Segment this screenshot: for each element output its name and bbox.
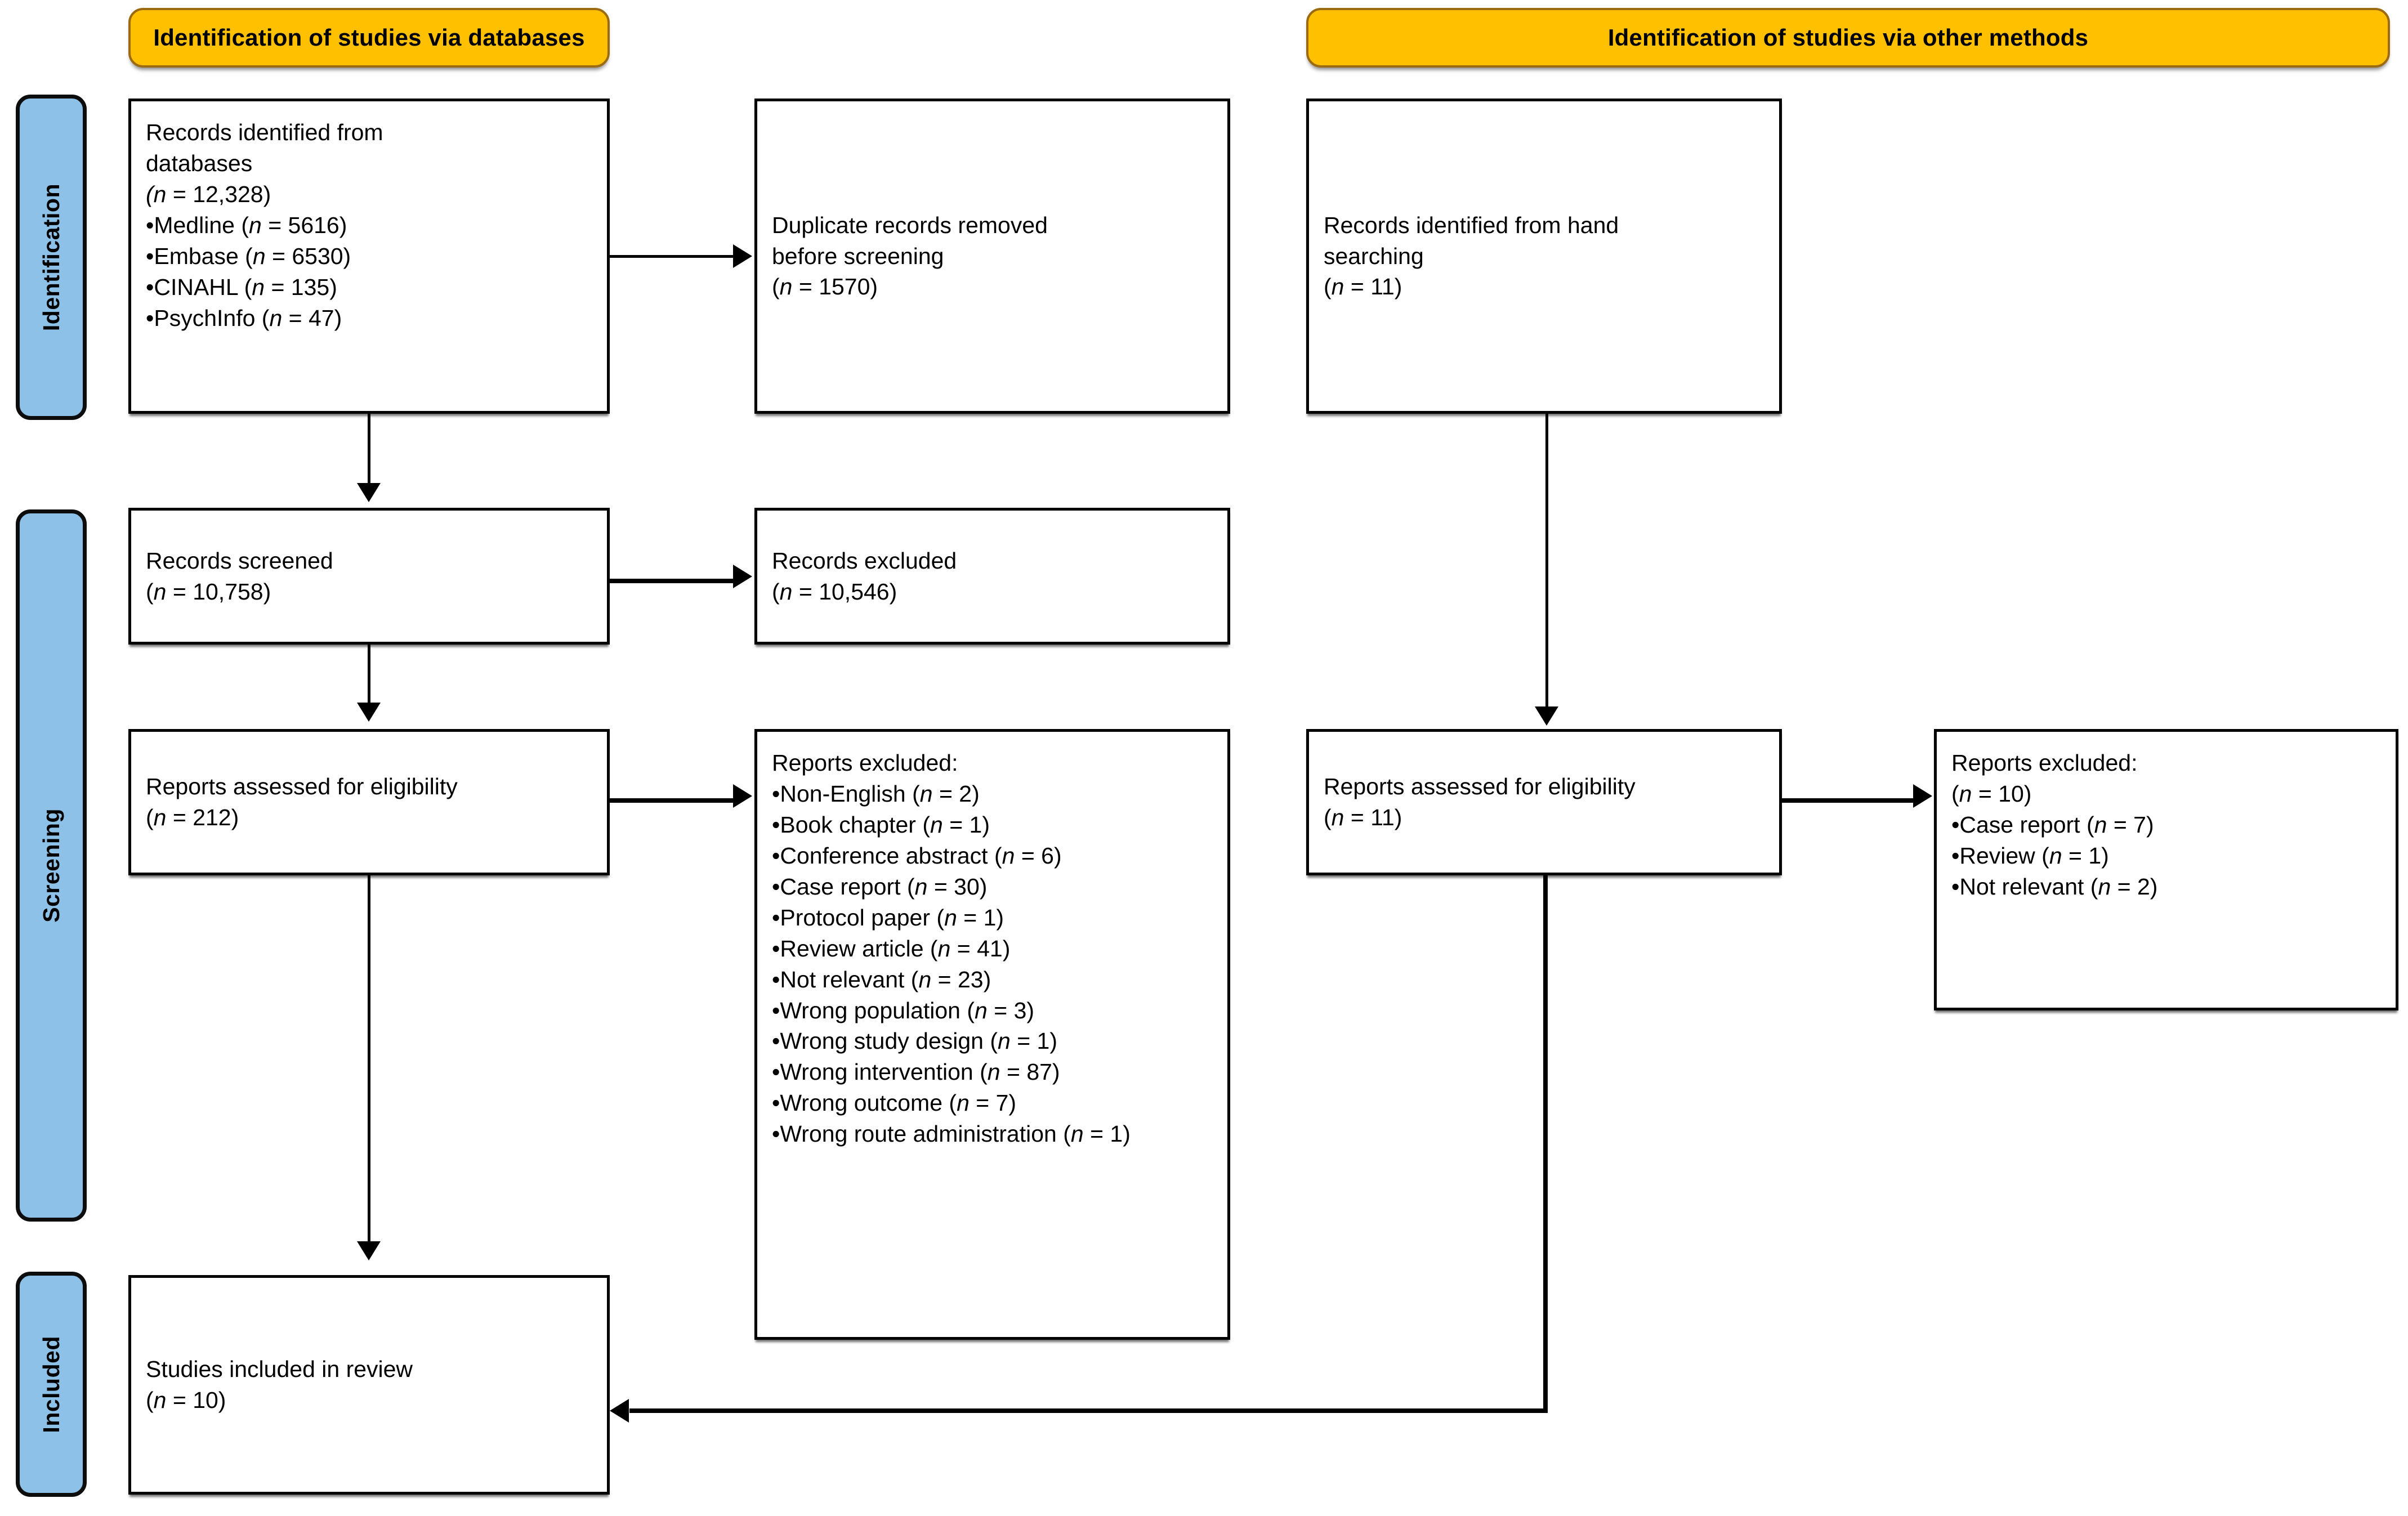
reason-not-relevant: •Not relevant (n = 23) (772, 966, 991, 992)
reports-excluded-db-heading: Reports excluded: (772, 750, 958, 776)
box-records-screened: Records screened (n = 10,758) (128, 508, 610, 645)
records-excluded-text: Records excluded (n = 10,546) (772, 545, 1213, 607)
duplicates-removed-line2: before screening (772, 243, 944, 269)
arrow-assessed-to-included (357, 1241, 381, 1260)
connector-handsearch-to-assessed-other (1545, 414, 1548, 709)
duplicates-removed-line1: Duplicate records removed (772, 212, 1048, 238)
arrow-handsearch-to-assessed-other (1535, 706, 1558, 726)
connector-other-arm-to-included (629, 1408, 1545, 1413)
arrow-other-arm-to-included (610, 1399, 629, 1423)
arrow-assessed-to-excluded-other (1913, 784, 1932, 808)
banner-other-methods-label: Identification of studies via other meth… (1607, 24, 2089, 51)
connector-assessed-to-excluded-db (610, 798, 735, 803)
records-excluded-count: (n = 10,546) (772, 578, 897, 605)
box-records-excluded: Records excluded (n = 10,546) (754, 508, 1230, 645)
connector-identified-to-screened (368, 414, 370, 486)
connector-screened-to-assessed (368, 645, 370, 705)
stage-label-screening: Screening (16, 509, 87, 1222)
connector-identified-to-duplicates (610, 255, 735, 258)
reason-wrong-route-administration: •Wrong route administration (n = 1) (772, 1121, 1131, 1147)
reports-excluded-db-text: Reports excluded: •Non-English (n = 2) •… (772, 748, 1213, 1150)
box-duplicates-removed: Duplicate records removed before screeni… (754, 99, 1230, 414)
records-screened-label: Records screened (146, 547, 333, 574)
reports-excluded-other-heading: Reports excluded: (1951, 750, 2138, 776)
hand-searching-line1: Records identified from hand (1324, 212, 1619, 238)
records-identified-total: (n = 12,328) (146, 181, 271, 207)
duplicates-removed-count: (n = 1570) (772, 274, 878, 300)
arrow-screened-to-excluded (733, 565, 752, 588)
connector-assessed-to-included (368, 875, 370, 1244)
records-identified-source-psychinfo: •PsychInfo (n = 47) (146, 305, 342, 331)
reports-assessed-db-label: Reports assessed for eligibility (146, 773, 458, 800)
banner-databases: Identification of studies via databases (128, 8, 610, 68)
box-reports-excluded-other: Reports excluded: (n = 10) •Case report … (1934, 729, 2398, 1010)
reports-assessed-db-text: Reports assessed for eligibility (n = 21… (146, 771, 592, 833)
records-identified-subtitle: databases (146, 150, 253, 176)
stage-included-text: Included (38, 1335, 64, 1433)
box-reports-assessed-other: Reports assessed for eligibility (n = 11… (1306, 729, 1782, 875)
records-identified-source-embase: •Embase (n = 6530) (146, 243, 351, 269)
other-reason-not-relevant: •Not relevant (n = 2) (1951, 873, 2158, 900)
banner-databases-label: Identification of studies via databases (153, 24, 585, 51)
reason-book-chapter: •Book chapter (n = 1) (772, 811, 990, 838)
hand-searching-line2: searching (1324, 243, 1424, 269)
box-reports-excluded-databases: Reports excluded: •Non-English (n = 2) •… (754, 729, 1230, 1340)
reason-wrong-population: •Wrong population (n = 3) (772, 997, 1035, 1023)
records-screened-text: Records screened (n = 10,758) (146, 545, 592, 607)
arrow-assessed-to-excluded-db (733, 784, 752, 808)
stage-identification-text: Identification (38, 183, 64, 332)
reason-wrong-study-design: •Wrong study design (n = 1) (772, 1028, 1058, 1054)
stage-screening-text: Screening (38, 808, 64, 923)
banner-other-methods: Identification of studies via other meth… (1306, 8, 2390, 68)
reason-protocol-paper: •Protocol paper (n = 1) (772, 904, 1004, 931)
reports-assessed-other-label: Reports assessed for eligibility (1324, 773, 1636, 800)
box-hand-searching: Records identified from hand searching (… (1306, 99, 1782, 414)
records-identified-title: Records identified from (146, 119, 383, 145)
hand-searching-text: Records identified from hand searching (… (1324, 210, 1764, 303)
connector-other-arm-down (1543, 875, 1548, 1413)
arrow-screened-to-assessed (357, 703, 381, 722)
reports-excluded-other-count: (n = 10) (1951, 780, 2032, 807)
studies-included-count: (n = 10) (146, 1387, 226, 1413)
arrow-identified-to-screened (357, 483, 381, 502)
box-records-identified: Records identified from databases (n = 1… (128, 99, 610, 414)
reports-excluded-other-text: Reports excluded: (n = 10) •Case report … (1951, 748, 2381, 902)
studies-included-label: Studies included in review (146, 1356, 413, 1383)
records-screened-count: (n = 10,758) (146, 578, 271, 605)
other-reason-case-report: •Case report (n = 7) (1951, 811, 2154, 838)
records-excluded-label: Records excluded (772, 547, 957, 574)
reports-assessed-other-text: Reports assessed for eligibility (n = 11… (1324, 771, 1764, 833)
reason-conference-abstract: •Conference abstract (n = 6) (772, 842, 1062, 869)
records-identified-source-cinahl: •CINAHL (n = 135) (146, 274, 337, 300)
reason-wrong-outcome: •Wrong outcome (n = 7) (772, 1090, 1017, 1116)
connector-assessed-to-excluded-other (1782, 798, 1914, 803)
reason-review-article: •Review article (n = 41) (772, 935, 1011, 962)
box-studies-included: Studies included in review (n = 10) (128, 1275, 610, 1495)
reports-assessed-other-count: (n = 11) (1324, 804, 1402, 830)
reason-wrong-intervention: •Wrong intervention (n = 87) (772, 1059, 1060, 1085)
duplicates-removed-text: Duplicate records removed before screeni… (772, 210, 1213, 303)
stage-label-identification: Identification (16, 95, 87, 420)
hand-searching-count: (n = 11) (1324, 274, 1402, 300)
reason-case-report: •Case report (n = 30) (772, 873, 988, 900)
other-reason-review: •Review (n = 1) (1951, 842, 2109, 869)
box-reports-assessed-databases: Reports assessed for eligibility (n = 21… (128, 729, 610, 875)
records-identified-source-medline: •Medline (n = 5616) (146, 212, 347, 238)
reason-non-english: •Non-English (n = 2) (772, 780, 980, 807)
stage-label-included: Included (16, 1272, 87, 1497)
arrow-identified-to-duplicates (733, 244, 752, 268)
records-identified-text: Records identified from databases (n = 1… (146, 117, 592, 334)
reports-assessed-db-count: (n = 212) (146, 804, 239, 830)
connector-screened-to-excluded (610, 579, 735, 583)
studies-included-text: Studies included in review (n = 10) (146, 1354, 592, 1416)
